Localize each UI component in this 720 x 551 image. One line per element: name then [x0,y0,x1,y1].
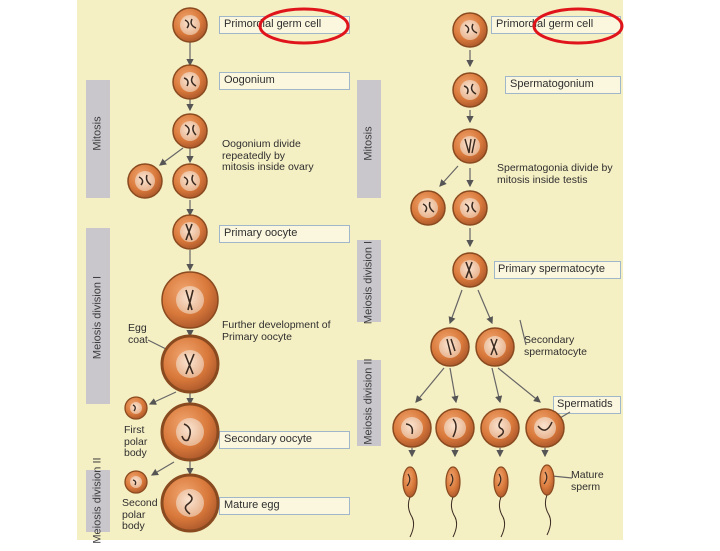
cell-secondary-spermatocyte-1 [430,327,470,367]
sperm-2 [445,466,461,538]
phase-band-meiosis1-left [86,228,110,404]
stage-primary-spermatocyte: Primary spermatocyte [498,263,605,275]
label-box-spermatids [553,396,621,414]
label-box-mature-egg [219,497,350,515]
stage-primordial-right: Primordial germ cell [496,18,594,30]
stage-secondary-spermatocyte: Secondary spermatocyte [524,334,588,358]
label-box-spermatogonium [505,76,621,94]
phase-band-mitosis-left [86,80,110,198]
cell-mature-egg [160,473,220,533]
highlight-ring-right [532,7,624,45]
cell-primary-oocyte-growing [161,271,219,329]
cell-primary-spermatocyte [452,252,488,288]
cell-oogonium-dividing [172,113,208,149]
cell-spermatogonium-dividing [452,128,488,164]
stage-mature-sperm: Mature sperm [571,469,604,493]
stage-second-polar-body: Second polar body [122,497,158,532]
label-box-primordial-left [219,16,350,34]
cell-second-polar-body [124,470,148,494]
label-box-primary-spermatocyte [494,261,621,279]
highlight-ring-left [258,7,350,45]
cell-spermatid-4 [525,408,565,448]
sperm-3 [493,466,509,538]
cell-spermatid-1 [392,408,432,448]
cell-secondary-oocyte [160,402,220,462]
cell-spermatogonia-daughter-2 [452,190,488,226]
cell-primordial-left [172,7,208,43]
stage-secondary-oocyte: Secondary oocyte [224,433,313,445]
phase-band-meiosis1-right [357,240,381,322]
cell-oogonium-daughter-2 [172,163,208,199]
stage-spermatogonium: Spermatogonium [510,78,594,90]
phase-band-mitosis-right [357,80,381,198]
stage-further-development: Further development of Primary oocyte [222,319,331,343]
connectors-right [408,50,573,479]
phase-band-meiosis2-right [357,360,381,446]
cell-oogonium [172,64,208,100]
sperm-4 [539,464,555,536]
cell-spermatogonium [452,72,488,108]
stage-egg-coat: Egg coat [128,322,148,346]
stage-mature-egg: Mature egg [224,499,280,511]
stage-oogonium-divide: Oogonium divide repeatedly by mitosis in… [222,138,314,173]
cell-primary-oocyte [172,214,208,250]
stage-spermatids: Spermatids [557,398,613,410]
stage-spermatogonia-divide: Spermatogonia divide by mitosis inside t… [497,162,613,186]
cell-oogonium-daughter-1 [127,163,163,199]
label-box-secondary-oocyte [219,431,350,449]
cell-first-polar-body [124,396,148,420]
stage-primordial-left: Primordial germ cell [224,18,322,30]
stage-first-polar-body: First polar body [124,424,148,459]
label-box-primary-oocyte [219,225,350,243]
cell-primary-oocyte-coated [160,334,220,394]
sperm-1 [402,466,418,538]
label-box-oogonium [219,72,350,90]
cell-spermatid-2 [435,408,475,448]
cell-spermatid-3 [480,408,520,448]
cell-spermatogonia-daughter-1 [410,190,446,226]
phase-band-meiosis2-left [86,470,110,532]
cell-secondary-spermatocyte-2 [475,327,515,367]
stage-oogonium: Oogonium [224,74,275,86]
cell-primordial-right [452,12,488,48]
stage-primary-oocyte: Primary oocyte [224,227,298,239]
